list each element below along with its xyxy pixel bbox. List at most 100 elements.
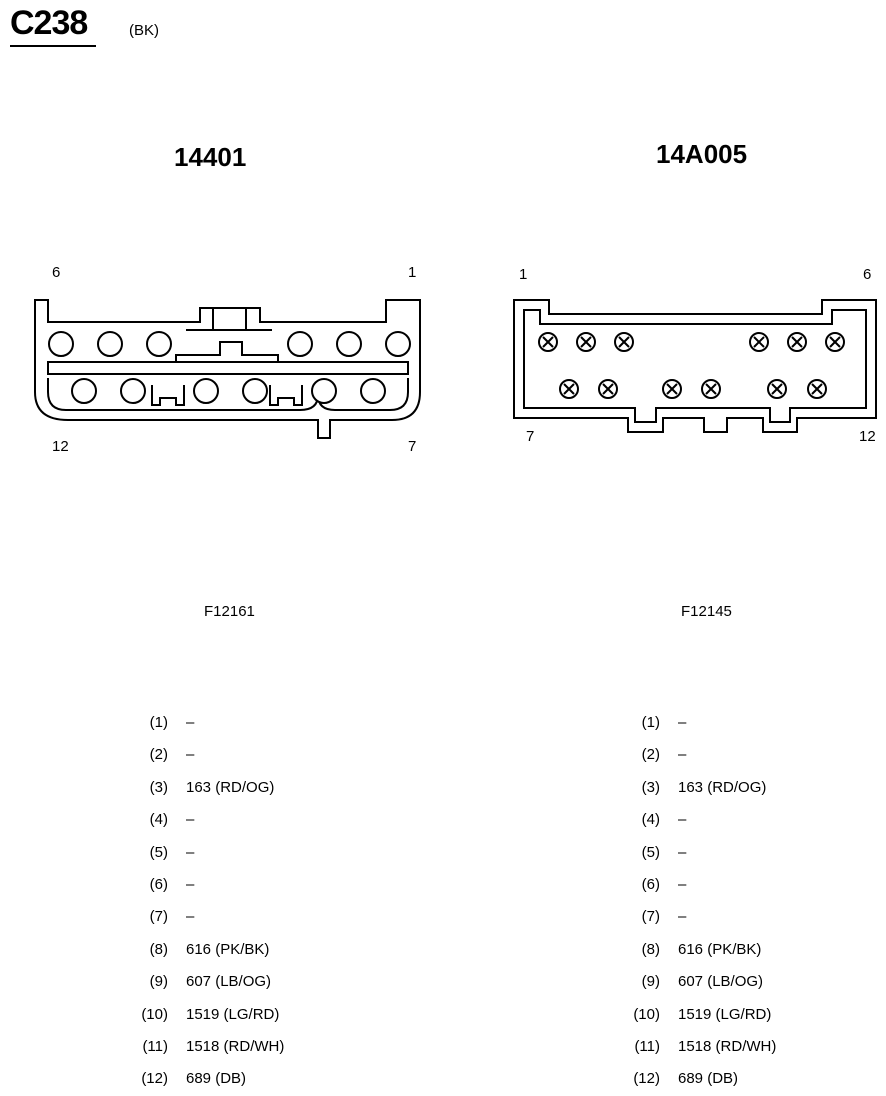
left-pin-row: (11)1518 (RD/WH): [136, 1038, 466, 1058]
right-pin-5: [787, 332, 807, 352]
pin-index: (7): [641, 908, 660, 926]
right-pin-6: [825, 332, 845, 352]
pin-circuit: –: [186, 714, 195, 731]
pin-index: (9): [641, 973, 660, 991]
right-pin-row: (1) –: [628, 714, 878, 734]
pin-circuit: –: [678, 714, 687, 731]
pin-circuit: 1519 (LG/RD): [678, 1005, 772, 1023]
connector-id: C238: [10, 4, 88, 42]
right-label-bottom-left: 7: [526, 428, 535, 445]
pin-index: (11): [634, 1038, 660, 1055]
right-pin-row: (8) 616 (PK/BK): [628, 941, 878, 961]
right-pin-8: [598, 379, 618, 399]
pin-index: (7): [149, 908, 168, 926]
left-pin-row: (7)–: [136, 908, 466, 928]
right-label-top-left: 1: [519, 266, 528, 283]
left-label-bottom-right: 7: [408, 438, 417, 455]
right-label-bottom-right: 12: [859, 428, 876, 445]
pin-index: (6): [149, 876, 168, 893]
pin-index: (4): [149, 811, 168, 829]
pin-circuit: 163 (RD/OG): [678, 778, 767, 796]
left-pin-8: [311, 378, 337, 404]
pin-index: (6): [641, 876, 660, 893]
right-pin-row: (4)–: [628, 811, 878, 831]
pin-circuit: –: [678, 908, 687, 926]
pin-circuit: 616 (PK/BK): [186, 940, 270, 958]
pin-circuit: 689 (DB): [186, 1070, 247, 1088]
right-pin-row: (11) 1518 (RD/WH): [628, 1038, 878, 1058]
pin-circuit: –: [678, 811, 687, 829]
right-pin-row: (5)–: [628, 844, 878, 864]
left-pin-4: [146, 331, 172, 357]
left-figure-id: F12161: [204, 603, 255, 620]
right-pin-row: (7)–: [628, 908, 878, 928]
left-pin-row: (10) 1519 (LG/RD): [136, 1006, 466, 1026]
left-pin-table: (1)–(2)–(3)163 (RD/OG)(4)–(5)–(6)–(7)–(8…: [136, 714, 466, 1094]
title-underline: [10, 45, 96, 47]
left-pin-row: (3)163 (RD/OG): [136, 779, 466, 799]
pin-index: (11): [142, 1038, 168, 1055]
right-pin-1: [538, 332, 558, 352]
pin-index: (10): [141, 1005, 168, 1023]
pin-index: (1): [641, 714, 660, 731]
pin-circuit: 689 (DB): [678, 1070, 739, 1088]
pin-index: (5): [149, 843, 168, 861]
pin-circuit: 607 (LB/OG): [186, 973, 272, 991]
left-label-top-left: 6: [52, 264, 61, 281]
pin-circuit: –: [186, 843, 195, 861]
left-connector-drawing: [34, 299, 421, 439]
left-pin-row: (2)–: [136, 746, 466, 766]
left-pin-12: [71, 378, 97, 404]
pin-index: (1): [149, 714, 168, 731]
left-pin-row: (6)–: [136, 876, 466, 896]
pin-circuit: –: [186, 908, 195, 926]
right-figure-id: F12145: [681, 603, 732, 620]
right-pin-9: [662, 379, 682, 399]
left-pin-6: [48, 331, 74, 357]
pin-circuit: –: [678, 746, 687, 764]
pin-circuit: 616 (PK/BK): [678, 940, 762, 958]
pin-index: (9): [149, 973, 168, 991]
right-pin-row: (12) 689 (DB): [628, 1070, 878, 1090]
pin-circuit: 163 (RD/OG): [186, 778, 275, 796]
right-pin-row: (10) 1519 (LG/RD): [628, 1006, 878, 1026]
left-pin-5: [97, 331, 123, 357]
pin-index: (3): [641, 778, 660, 796]
right-connector-drawing: [513, 299, 877, 433]
left-pin-row: (9) 607 (LB/OG): [136, 973, 466, 993]
pin-index: (12): [633, 1070, 660, 1088]
left-label-top-right: 1: [408, 264, 417, 281]
right-pin-10: [701, 379, 721, 399]
left-pin-10: [193, 378, 219, 404]
left-pin-2: [336, 331, 362, 357]
right-pin-4: [749, 332, 769, 352]
right-pin-row: (6)–: [628, 876, 878, 896]
right-pin-12: [807, 379, 827, 399]
pin-index: (8): [149, 940, 168, 958]
left-pin-row: (5)–: [136, 844, 466, 864]
left-label-bottom-left: 12: [52, 438, 69, 455]
left-pin-row: (8) 616 (PK/BK): [136, 941, 466, 961]
pin-circuit: 1518 (RD/WH): [678, 1038, 777, 1055]
left-pin-7: [360, 378, 386, 404]
pin-index: (12): [141, 1070, 168, 1088]
pin-circuit: 1519 (LG/RD): [186, 1005, 280, 1023]
right-pin-row: (2)–: [628, 746, 878, 766]
right-label-top-right: 6: [863, 266, 872, 283]
pin-circuit: 607 (LB/OG): [678, 973, 764, 991]
right-pin-row: (9) 607 (LB/OG): [628, 973, 878, 993]
right-pin-3: [614, 332, 634, 352]
left-pin-1: [385, 331, 411, 357]
pin-index: (2): [149, 746, 168, 764]
pin-index: (4): [641, 811, 660, 829]
left-pin-11: [120, 378, 146, 404]
right-pin-2: [576, 332, 596, 352]
right-pin-row: (3) 163 (RD/OG): [628, 779, 878, 799]
pin-index: (5): [641, 843, 660, 861]
pin-circuit: –: [186, 746, 195, 764]
left-pin-row: (4)–: [136, 811, 466, 831]
pin-index: (8): [641, 940, 660, 958]
pin-index: (10): [633, 1005, 660, 1023]
left-pin-row: (1) –: [136, 714, 466, 734]
left-pin-row: (12) 689 (DB): [136, 1070, 466, 1090]
